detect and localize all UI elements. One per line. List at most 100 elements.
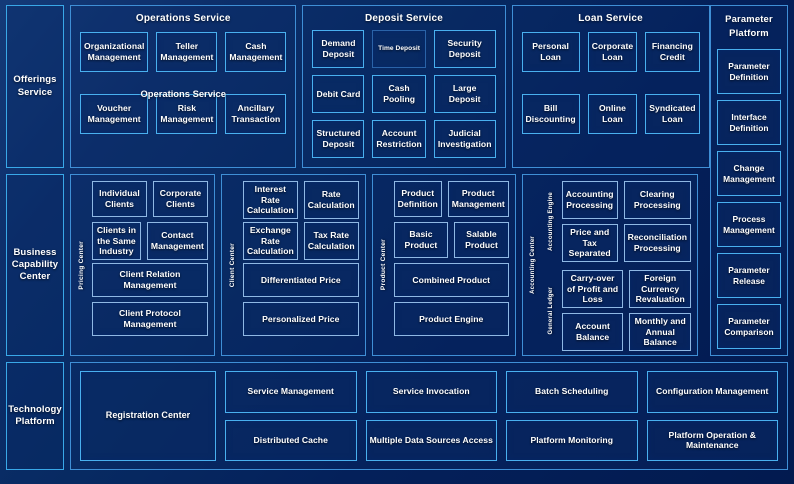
tile-monthly-and-annual-balance[interactable]: Monthly and Annual Balance	[629, 312, 691, 351]
rail-label-accounting-center: Accounting Center	[526, 181, 541, 349]
tile-basic-product[interactable]: Basic Product	[393, 222, 449, 258]
sidebar-label-business-capability-center: Business Capability Center	[6, 174, 64, 356]
tile-reconciliation-processing[interactable]: Reconciliation Processing	[623, 223, 691, 262]
rail-text-accounting-center: Accounting Center	[530, 236, 537, 294]
tile-account-balance[interactable]: Account Balance	[561, 312, 624, 351]
group-technology-platform: Registration Center Service Management S…	[70, 362, 788, 470]
group-operations-service: Operations Service Operations Service Or…	[70, 5, 297, 168]
tile-pair: Interest Rate Calculation Rate Calculati…	[242, 181, 359, 219]
tile-parameter-release[interactable]: Parameter Release	[717, 253, 781, 299]
group-deposit-service: Deposit Service Demand Deposit Time Depo…	[302, 5, 506, 168]
tile-grid-accounting-engine: Accounting Processing Clearing Processin…	[561, 181, 691, 262]
tile-debit-card[interactable]: Debit Card	[312, 75, 365, 113]
rail-text-pricing-center: Pricing Center	[78, 240, 85, 290]
tile-contact-management[interactable]: Contact Management	[146, 222, 208, 260]
tile-accounting-processing[interactable]: Accounting Processing	[561, 181, 618, 219]
tile-grid-loan-service: Personal Loan Corporate Loan Financing C…	[513, 30, 709, 167]
tile-platform-operation-and-maintenance[interactable]: Platform Operation & Maintenance	[646, 419, 778, 461]
tile-individual-clients[interactable]: Individual Clients	[92, 181, 147, 217]
tile-risk-management[interactable]: Risk Management	[156, 94, 218, 134]
tile-grid-operations-service: Organizational Management Teller Managem…	[71, 30, 295, 167]
tile-cash-management[interactable]: Cash Management	[225, 32, 287, 72]
tile-corporate-clients[interactable]: Corporate Clients	[152, 181, 208, 217]
tile-personal-loan[interactable]: Personal Loan	[521, 32, 580, 72]
group-title-operations-service: Operations Service	[135, 13, 231, 24]
tile-process-management[interactable]: Process Management	[717, 202, 781, 248]
rail-text-general-ledger: General Ledger	[548, 286, 555, 335]
subblock-accounting-engine: Accounting Engine Accounting Processing …	[544, 181, 691, 262]
tile-corporate-loan[interactable]: Corporate Loan	[587, 32, 638, 72]
tile-voucher-management[interactable]: Voucher Management	[80, 94, 149, 134]
group-title-parameter-platform: Parameter Platform	[725, 13, 773, 39]
tile-online-loan[interactable]: Online Loan	[587, 94, 638, 134]
tile-distributed-cache[interactable]: Distributed Cache	[225, 419, 357, 461]
rail-text-client-center: Client Center	[228, 242, 236, 288]
tile-stack-product-center: Product Definition Product Management Ba…	[393, 181, 509, 349]
tile-ancillary-transaction[interactable]: Ancillary Transaction	[225, 94, 287, 134]
rail-label-general-ledger: General Ledger	[544, 270, 559, 351]
rail-label-accounting-engine: Accounting Engine	[544, 181, 559, 262]
tile-clients-in-the-same-industry[interactable]: Clients in the Same Industry	[92, 222, 141, 260]
tile-teller-management[interactable]: Teller Management	[156, 32, 218, 72]
tile-pair: Basic Product Salable Product	[393, 222, 509, 258]
rail-text-product-center: Product Center	[379, 239, 387, 291]
tile-large-deposit[interactable]: Large Deposit	[433, 75, 496, 113]
tile-stack-pricing-center: Individual Clients Corporate Clients Cli…	[92, 181, 208, 349]
tile-account-restriction[interactable]: Account Restriction	[372, 120, 426, 158]
rail-label-pricing-center: Pricing Center	[74, 181, 89, 349]
tile-parameter-comparison[interactable]: Parameter Comparison	[717, 304, 781, 350]
tile-grid-general-ledger: Carry-over of Profit and Loss Foreign Cu…	[561, 269, 691, 351]
tile-interest-rate-calculation[interactable]: Interest Rate Calculation	[242, 181, 298, 219]
tile-interface-definition[interactable]: Interface Definition	[717, 100, 781, 146]
tile-multiple-data-sources-access[interactable]: Multiple Data Sources Access	[365, 419, 497, 461]
tile-batch-scheduling[interactable]: Batch Scheduling	[506, 371, 638, 413]
tile-client-protocol-management[interactable]: Client Protocol Management	[92, 302, 208, 336]
tile-tax-rate-calculation[interactable]: Tax Rate Calculation	[303, 222, 359, 260]
tile-cash-pooling[interactable]: Cash Pooling	[372, 75, 426, 113]
tile-stack-client-center: Interest Rate Calculation Rate Calculati…	[242, 181, 359, 349]
tile-structured-deposit[interactable]: Structured Deposit	[312, 120, 365, 158]
tile-differentiated-price[interactable]: Differentiated Price	[242, 263, 359, 297]
tile-bill-discounting[interactable]: Bill Discounting	[521, 94, 580, 134]
tile-rate-calculation[interactable]: Rate Calculation	[303, 181, 359, 219]
tile-personalized-price[interactable]: Personalized Price	[242, 302, 359, 336]
tile-platform-monitoring[interactable]: Platform Monitoring	[506, 419, 638, 461]
group-client-center: Client Center Interest Rate Calculation …	[220, 174, 366, 356]
group-title-loan-service: Loan Service	[578, 13, 643, 24]
tile-judicial-investigation[interactable]: Judicial Investigation	[433, 120, 496, 158]
tile-clearing-processing[interactable]: Clearing Processing	[623, 181, 691, 219]
tile-pair: Product Definition Product Management	[393, 181, 509, 217]
rail-label-client-center: Client Center	[225, 181, 240, 349]
tile-pair: Individual Clients Corporate Clients	[92, 181, 208, 217]
tile-service-management[interactable]: Service Management	[225, 371, 357, 413]
tile-pair: Exchange Rate Calculation Tax Rate Calcu…	[242, 222, 359, 260]
subblock-stack-accounting-center: Accounting Engine Accounting Processing …	[544, 181, 691, 351]
tile-product-definition[interactable]: Product Definition	[393, 181, 442, 217]
tile-product-engine[interactable]: Product Engine	[393, 302, 509, 336]
group-product-center: Product Center Product Definition Produc…	[371, 174, 516, 356]
tile-registration-center[interactable]: Registration Center	[80, 371, 216, 461]
tile-security-deposit[interactable]: Security Deposit	[433, 30, 496, 68]
tile-demand-deposit[interactable]: Demand Deposit	[312, 30, 365, 68]
tile-combined-product[interactable]: Combined Product	[393, 263, 509, 297]
subblock-general-ledger: General Ledger Carry-over of Profit and …	[544, 269, 691, 351]
tile-parameter-definition[interactable]: Parameter Definition	[717, 49, 781, 95]
tile-client-relation-management[interactable]: Client Relation Management	[92, 263, 208, 297]
tile-exchange-rate-calculation[interactable]: Exchange Rate Calculation	[242, 222, 298, 260]
tile-price-and-tax-separated[interactable]: Price and Tax Separated	[561, 223, 618, 262]
tile-financing-credit[interactable]: Financing Credit	[645, 32, 700, 72]
sidebar-label-technology-platform: Technology Platform	[6, 362, 64, 470]
tile-foreign-currency-revaluation[interactable]: Foreign Currency Revaluation	[629, 269, 691, 308]
tile-configuration-management[interactable]: Configuration Management	[646, 371, 778, 413]
tile-time-deposit[interactable]: Time Deposit	[372, 30, 426, 68]
tile-service-invocation[interactable]: Service Invocation	[365, 371, 497, 413]
tile-product-management[interactable]: Product Management	[447, 181, 509, 217]
tile-organizational-management[interactable]: Organizational Management	[80, 32, 149, 72]
tile-salable-product[interactable]: Salable Product	[454, 222, 509, 258]
tile-carry-over-of-profit-and-loss[interactable]: Carry-over of Profit and Loss	[561, 269, 624, 308]
row-offerings-service: Offerings Service Operations Service Ope…	[6, 5, 788, 168]
tile-change-management[interactable]: Change Management	[717, 151, 781, 197]
sidebar-label-offerings-service: Offerings Service	[6, 5, 64, 168]
tile-syndicated-loan[interactable]: Syndicated Loan	[645, 94, 700, 134]
